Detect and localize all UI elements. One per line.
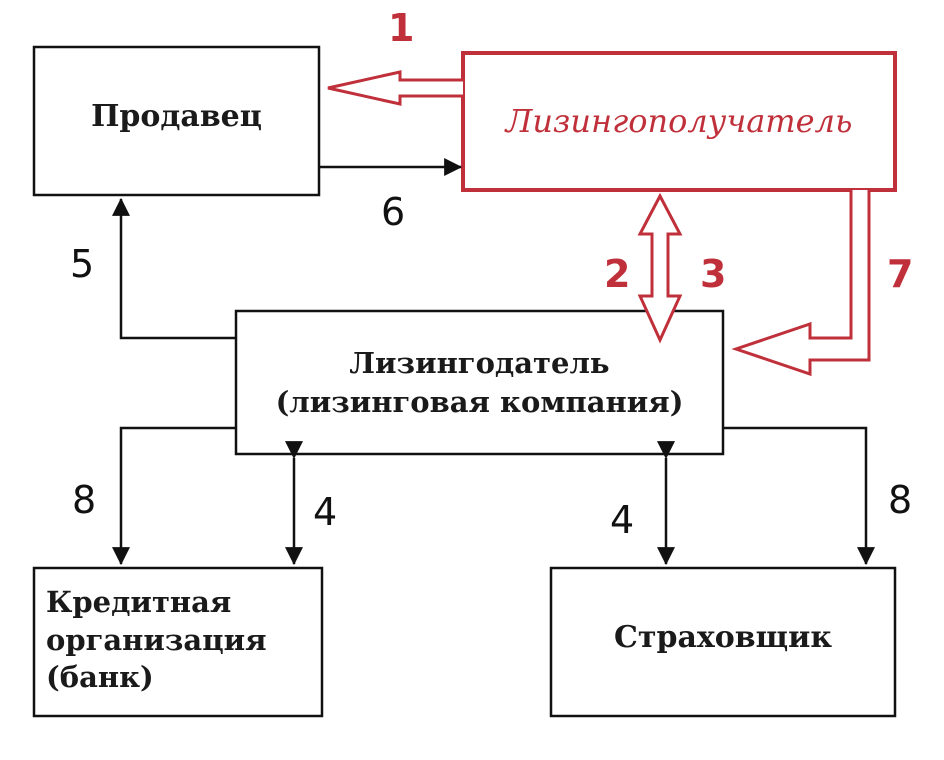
arrow-2-3-hollow — [637, 192, 683, 344]
bank-text-line2: организация — [46, 622, 267, 657]
bank-box — [32, 566, 324, 718]
lessee-text: Лизингополучатель — [505, 101, 853, 140]
arrow-label-1: 1 — [388, 6, 415, 50]
insurer-label: Страховщик — [551, 568, 895, 708]
lessor-label: Лизингодатель (лизинговая компания) — [236, 318, 723, 448]
bank-label: Кредитная организация (банк) — [46, 584, 316, 697]
bank-text-line3: (банк) — [46, 660, 154, 695]
lessee-label: Лизингополучатель — [463, 53, 895, 190]
arrow-7-hollow — [731, 190, 871, 377]
arrow-label-8-left: 8 — [72, 478, 97, 522]
arrow-label-4-left: 4 — [313, 490, 338, 534]
arrow-1-hollow — [327, 70, 463, 106]
seller-text: Продавец — [91, 98, 262, 134]
arrow-label-2: 2 — [604, 252, 631, 296]
lessee-box — [461, 51, 897, 192]
lessor-box — [234, 309, 725, 456]
seller-label: Продавец — [34, 47, 319, 187]
arrow-label-6: 6 — [381, 190, 406, 234]
arrow-label-5: 5 — [70, 242, 95, 286]
arrow-label-7: 7 — [887, 252, 914, 296]
lessor-text-line2: (лизинговая компания) — [275, 385, 684, 419]
insurer-box — [549, 566, 897, 718]
arrow-8-right — [723, 426, 875, 566]
insurer-text: Страховщик — [614, 619, 832, 655]
arrow-label-8-right: 8 — [888, 478, 913, 522]
lessor-text-line1: Лизингодатель — [349, 345, 610, 380]
seller-box — [32, 45, 321, 197]
bank-text-line1: Кредитная — [46, 585, 232, 619]
arrow-5 — [112, 197, 236, 340]
arrow-label-3: 3 — [700, 252, 727, 296]
arrow-8-left — [112, 426, 236, 566]
arrow-label-4-right: 4 — [610, 498, 635, 542]
